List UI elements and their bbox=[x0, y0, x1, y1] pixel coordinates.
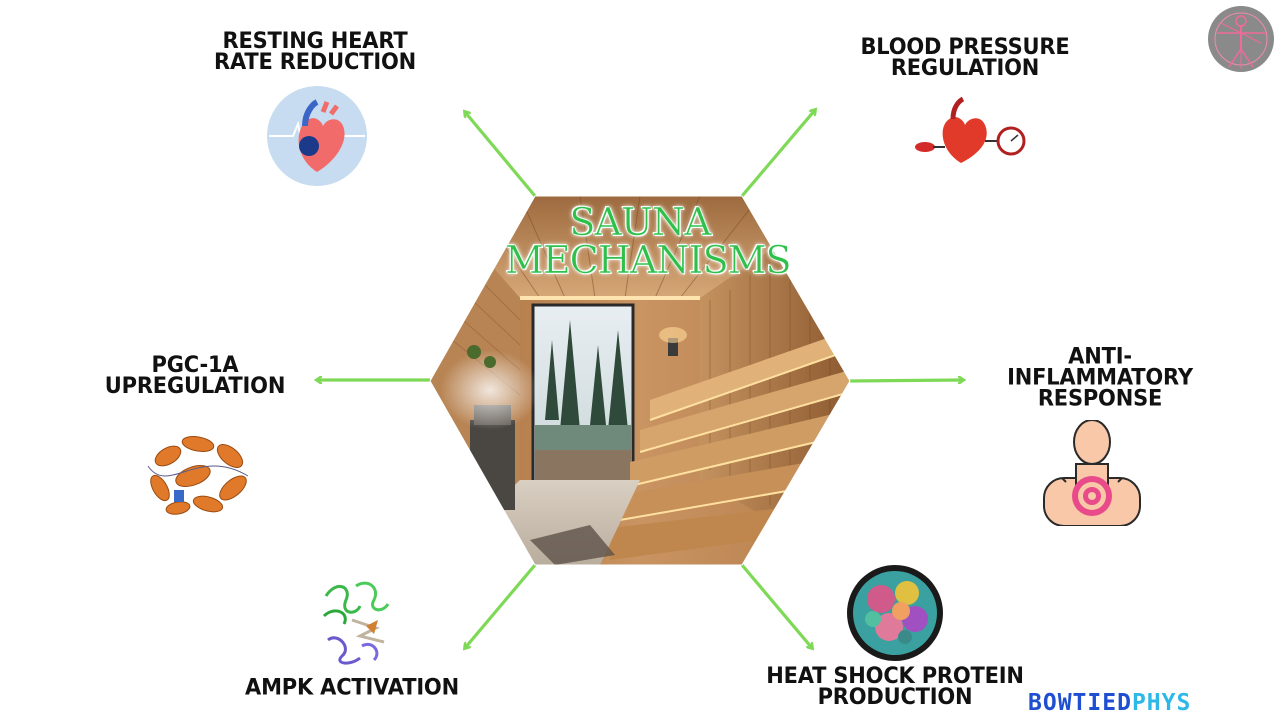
title-line-1: SAUNA bbox=[569, 200, 712, 244]
title-line-2: MECHANISMS bbox=[505, 238, 792, 282]
label-blood-pressure: BLOOD PRESSURE REGULATION bbox=[840, 33, 1090, 81]
label-anti-inflammatory-line-1: ANTI- bbox=[1068, 343, 1132, 369]
label-resting-heart-rate: RESTING HEART RATE REDUCTION bbox=[190, 27, 440, 75]
label-resting-heart-rate-line-2: RATE REDUCTION bbox=[214, 48, 416, 75]
brand-part-1: BOWTIED bbox=[1028, 690, 1132, 716]
brand-logo-text: BOWTIEDPHYS bbox=[1028, 690, 1191, 716]
label-ampk-line-1: AMPK ACTIVATION bbox=[245, 674, 459, 700]
label-resting-heart-rate-line-1: RESTING HEART bbox=[222, 27, 408, 54]
arrow-heat-shock bbox=[740, 563, 812, 648]
label-blood-pressure-line-1: BLOOD PRESSURE bbox=[860, 33, 1070, 60]
label-heat-shock: HEAT SHOCK PROTEIN PRODUCTION bbox=[760, 662, 1030, 710]
label-pgc1a-line-2: UPREGULATION bbox=[104, 372, 286, 399]
protein-sphere-icon bbox=[847, 565, 943, 661]
protein-ribbon-icon bbox=[322, 581, 390, 665]
protein-structure-icon bbox=[147, 436, 249, 515]
arrow-resting-heart-rate bbox=[465, 112, 537, 198]
inflamed-body-icon bbox=[1043, 420, 1141, 526]
vitruvian-man-icon bbox=[1208, 6, 1274, 72]
arrow-ampk bbox=[465, 563, 537, 648]
label-anti-inflammatory: ANTI- INFLAMMATORY RESPONSE bbox=[990, 343, 1210, 411]
label-anti-inflammatory-line-2: INFLAMMATORY bbox=[1007, 364, 1193, 390]
label-blood-pressure-line-2: REGULATION bbox=[890, 54, 1040, 81]
brand-part-2: PHYS bbox=[1131, 690, 1192, 716]
heart-with-ecg-icon bbox=[267, 86, 367, 186]
label-heat-shock-line-1: HEAT SHOCK PROTEIN bbox=[766, 662, 1024, 689]
arrow-blood-pressure bbox=[740, 110, 815, 198]
label-pgc1a-line-1: PGC-1A bbox=[151, 351, 239, 378]
label-ampk: AMPK ACTIVATION bbox=[222, 674, 482, 700]
label-anti-inflammatory-line-3: RESPONSE bbox=[1037, 385, 1163, 411]
label-heat-shock-line-2: PRODUCTION bbox=[817, 683, 973, 710]
arrow-anti-inflammatory bbox=[849, 380, 963, 381]
heart-with-pressure-gauge-icon bbox=[915, 96, 1026, 163]
diagram-title: SAUNA MECHANISMS bbox=[505, 200, 792, 282]
label-pgc1a: PGC-1A UPREGULATION bbox=[90, 351, 300, 399]
